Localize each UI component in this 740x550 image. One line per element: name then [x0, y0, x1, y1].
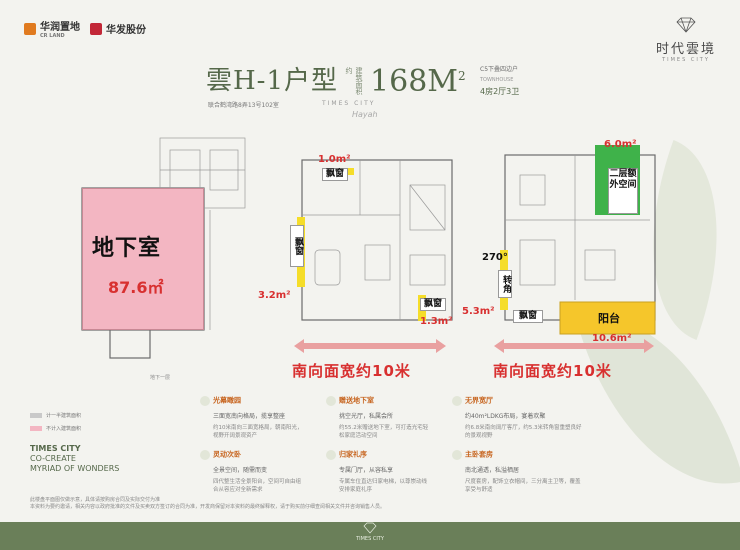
feature-icon — [452, 449, 462, 460]
legend-item: 计一半建筑面积 — [30, 410, 81, 423]
script-title: TIMES CITY — [322, 100, 376, 107]
unit-area: 168M2 — [370, 64, 466, 99]
plan1-width-text: 南向面宽约10米 — [292, 362, 411, 380]
plan1-area-top: 1.0m² — [318, 154, 351, 165]
plan1-window-top: 飘窗 — [322, 168, 348, 181]
plan1-area-bottom: 1.3m² — [420, 316, 453, 327]
legend-swatch-pink — [30, 426, 42, 431]
plan2-angle: 270° — [482, 252, 508, 263]
feature-item: 主卧套房 南北通透，私溢栖居 尺度套房，配饰立衣帽间，三分离主卫等，覆盖享受与舒… — [452, 444, 582, 494]
legend: 计一半建筑面积 不计入建筑面积 — [30, 410, 81, 436]
feature-icon — [326, 395, 336, 406]
plan1-window-bottom: 飘窗 — [420, 298, 446, 311]
plan2-window-bottom: 飘窗 — [513, 310, 543, 323]
legend-swatch-gray — [30, 413, 42, 418]
unit-side-info: C5下叠四边户 TOWNHOUSE 4房2厅3卫 — [480, 66, 520, 96]
feature-icon — [200, 395, 210, 406]
footer-gem-icon — [363, 522, 377, 534]
feature-item: 无界宽厅 约40m²LDKG布局，宴着欢聚 约6.8米南向阔厅客厅，约5.3米转… — [452, 390, 582, 440]
feature-item: 光幕瞰园 三面宽南向格局，揽享整座 约10米南向三面宽格局，朝南阳光，视野开阔景… — [200, 390, 305, 440]
plan1-window-left: 飘窗 — [290, 225, 304, 267]
basement-highlight — [82, 188, 204, 330]
unit-address: 联合鹤湾路8弄13号102室 — [208, 102, 279, 109]
plan1-area-left: 3.2m² — [258, 290, 291, 301]
upper-floor-plan — [500, 145, 656, 335]
cr-land-mark-icon — [24, 22, 36, 35]
plan2-balcony-label: 阳台 — [598, 312, 620, 325]
unit-title: 雲H-1户型 建筑面积约 168M2 — [206, 60, 466, 97]
feature-item: 归家礼序 专属门厅，从容私享 专属车位直达归家电梯，以尊崇动线安排家庭礼序 — [326, 444, 431, 494]
footer-logo: TIMES CITY — [352, 522, 388, 542]
plan2-width-arrow — [494, 339, 654, 353]
brand-logo: 时代雲境 TIMES CITY — [656, 16, 716, 63]
legend-item: 不计入建筑面积 — [30, 423, 81, 436]
basement-floor-label: 地下一层 — [150, 375, 171, 381]
feature-icon — [200, 449, 210, 460]
plan2-area-balcony: 10.6m² — [592, 333, 632, 344]
basement-area: 87.6㎡ — [108, 278, 164, 297]
footer-bar — [0, 522, 740, 550]
balcony-highlight — [559, 301, 656, 335]
partner-logo: 华发股份 — [90, 21, 146, 36]
feature-item: 赠送地下室 挑空光厅，私属会所 约55.2米赠送地下室，可打造光宅轻松家庭活动空… — [326, 390, 431, 440]
plan2-width-text: 南向面宽约10米 — [493, 362, 612, 380]
feature-item: 灵动次卧 全景空间，随需而变 四代整生活全景阳台，空间可自由组合从容应对全新需求 — [200, 444, 305, 494]
footer-note: 此楼盘平面图仅做示意，具体请按购房合同及实际交付为准 本资料为要约邀请，相关内容… — [30, 497, 386, 510]
unit-name: 雲H-1户型 — [206, 66, 339, 96]
script-signature: Hayah — [352, 110, 378, 119]
area-label: 建筑面积约 — [345, 67, 364, 95]
basement-title: 地下室 — [92, 236, 162, 261]
brand-cn: 时代雲境 — [655, 42, 716, 57]
partner-mark-icon — [90, 22, 102, 35]
feature-icon — [452, 395, 462, 406]
plan2-area-left: 5.3m² — [462, 306, 495, 317]
plan2-corner-label: 转角 — [498, 270, 512, 298]
feature-icon — [326, 449, 336, 460]
brand-en: TIMES CITY — [662, 57, 710, 63]
plan2-area-top: 6.0m² — [604, 139, 637, 150]
plan1-width-arrow — [294, 339, 446, 353]
slogan: TIMES CITY CO-CREATE MYRIAD OF WONDERS — [30, 444, 120, 473]
brand-gem-icon — [676, 17, 696, 33]
plan2-terrace-label: 二层额外空间 — [608, 168, 638, 214]
